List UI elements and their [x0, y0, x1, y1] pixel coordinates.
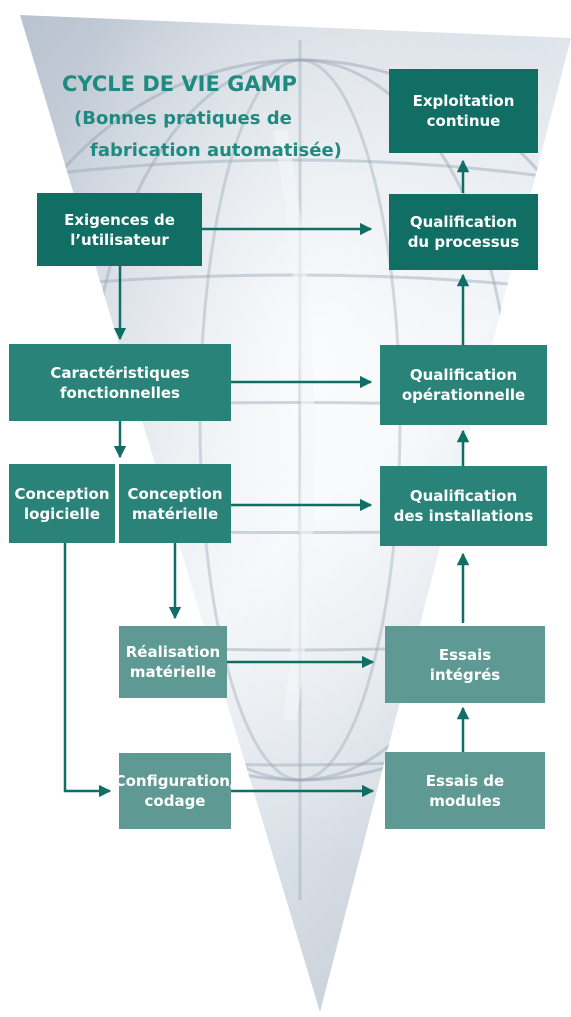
box-exploitation-continue: Exploitation continue — [389, 69, 538, 153]
box-label-line-1: Conception — [127, 484, 223, 503]
box-label-line-2: codage — [144, 792, 206, 810]
box-label-line-2: fonctionnelles — [60, 383, 180, 402]
diagram-title-line-2: (Bonnes pratiques de — [74, 108, 292, 129]
diagram-title-line-3: fabrication automatisée) — [90, 140, 342, 161]
box-label-line-2: logicielle — [24, 504, 100, 523]
box-qualification-operationnelle: Qualification opérationnelle — [380, 345, 547, 425]
box-label-line-1: Essais — [438, 645, 492, 664]
box-label-line-2: matérielle — [129, 663, 217, 681]
box-label-line-1: Qualification — [409, 487, 518, 505]
box-label-line-1: Configuration/ — [114, 772, 236, 790]
box-label-line-2: des installations — [393, 507, 534, 525]
box-label-line-1: Réalisation — [125, 643, 221, 661]
box-conception-materielle: Conception matérielle — [119, 464, 231, 543]
box-label-line-1: Exploitation — [412, 92, 515, 110]
box-essais-integres: Essais intégrés — [385, 626, 545, 703]
box-label-line-1: Qualification — [409, 213, 518, 231]
box-label-line-1: Caractéristiques — [50, 363, 190, 382]
box-conception-logicielle: Conception logicielle — [9, 464, 115, 543]
box-qualification-installations: Qualification des installations — [380, 466, 547, 546]
box-qualification-processus: Qualification du processus — [389, 194, 538, 270]
box-label-line-1: Conception — [14, 484, 110, 503]
box-configuration-codage: Configuration/ codage — [115, 753, 235, 829]
box-label-line-2: opérationnelle — [401, 386, 526, 404]
box-label-line-2: matérielle — [131, 504, 219, 523]
box-label-line-1: Exigences de — [64, 210, 175, 229]
box-label-line-2: l’utilisateur — [70, 230, 169, 249]
box-label-line-2: continue — [426, 112, 501, 130]
box-label-line-1: Qualification — [409, 366, 518, 384]
box-exigences-utilisateur: Exigences de l’utilisateur — [37, 193, 202, 266]
box-label-line-2: modules — [429, 791, 501, 810]
box-label-line-2: intégrés — [429, 665, 501, 684]
box-realisation-materielle: Réalisation matérielle — [119, 626, 227, 698]
diagram-title-line-1: CYCLE DE VIE GAMP — [62, 72, 297, 96]
box-label-line-2: du processus — [407, 233, 520, 251]
box-label-line-1: Essais de — [425, 771, 505, 790]
box-caracteristiques-fonctionnelles: Caractéristiques fonctionnelles — [9, 344, 231, 421]
box-essais-modules: Essais de modules — [385, 752, 545, 829]
